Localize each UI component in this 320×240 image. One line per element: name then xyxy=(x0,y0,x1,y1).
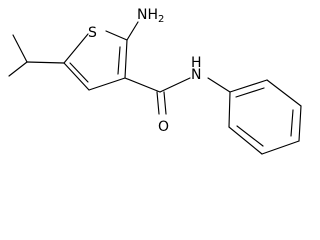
chemical-structure-diagram: S NH2 N H O xyxy=(0,0,306,159)
amide-nitrogen-label: N xyxy=(191,67,201,83)
thiophene-c3-c4-bond xyxy=(88,77,126,91)
amino-bond xyxy=(126,21,139,41)
phenyl-inner-double-bond-3 xyxy=(290,109,294,137)
amino-group-subscript: 2 xyxy=(158,14,164,25)
thiophene-s-c2-bond xyxy=(105,30,128,41)
diagram-background xyxy=(0,0,306,159)
sulfur-atom-label: S xyxy=(88,25,97,41)
amino-group-label: NH2 xyxy=(137,7,164,25)
thiophene-c5-s-bond xyxy=(63,33,89,64)
amide-hydrogen-label: H xyxy=(191,55,202,71)
thiophene-c2-c3-inner-double-bond xyxy=(117,46,121,75)
bond-layer xyxy=(8,21,302,155)
phenyl-bond-2 xyxy=(266,79,302,107)
isopropyl-lower-methyl-bond xyxy=(8,61,28,77)
carbonyl-double-bond-left xyxy=(156,91,160,115)
phenyl-inner-double-bond-5 xyxy=(236,125,264,147)
amide-c-n-bond xyxy=(159,77,191,93)
phenyl-bond-6 xyxy=(228,91,231,128)
atom-label-layer: S NH2 N H O xyxy=(88,7,202,135)
thiophene-c2-c3-bond xyxy=(124,39,128,79)
amide-n-phenyl-bond xyxy=(207,77,231,93)
carbonyl-carbon-bond xyxy=(124,77,161,93)
phenyl-inner-double-bond-1 xyxy=(235,87,265,98)
amino-group-main-text: NH xyxy=(137,7,158,23)
phenyl-bond-3 xyxy=(298,105,302,142)
phenyl-bond-4 xyxy=(261,140,300,155)
carbonyl-double-bond-right xyxy=(163,91,167,115)
phenyl-bond-1 xyxy=(229,79,268,93)
isopropyl-upper-methyl-bond xyxy=(12,34,28,63)
thiophene-c4-c5-inner-double-bond xyxy=(69,62,89,83)
isopropyl-ring-bond xyxy=(26,61,65,64)
carbonyl-oxygen-label: O xyxy=(158,119,169,135)
thiophene-c4-c5-bond xyxy=(63,62,90,91)
phenyl-bond-5 xyxy=(228,126,263,155)
